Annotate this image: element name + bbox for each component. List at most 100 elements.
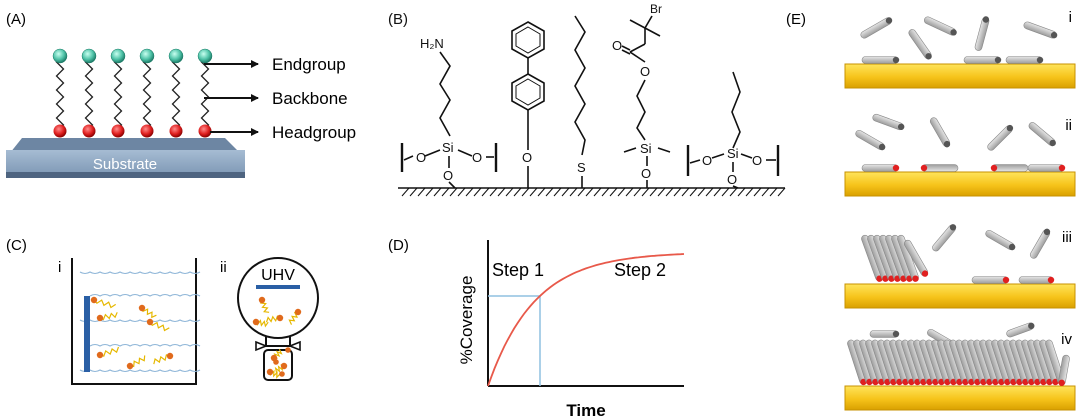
hatch-mark bbox=[657, 187, 666, 197]
x-axis-label: Time bbox=[566, 401, 605, 420]
substrate-electrode bbox=[84, 296, 90, 372]
gold-substrate bbox=[844, 283, 1076, 309]
panel-a-tag: (A) bbox=[6, 11, 26, 28]
hatch-mark bbox=[689, 187, 698, 197]
panel-b-tag: (B) bbox=[388, 11, 408, 28]
oxygen-label-3: O bbox=[443, 168, 453, 183]
molecule-end bbox=[1006, 124, 1014, 132]
endgroup-ball bbox=[168, 48, 184, 64]
hatch-mark bbox=[601, 187, 610, 197]
valve-left bbox=[255, 340, 269, 352]
molecule-body bbox=[861, 164, 899, 172]
adsorbate-molecule bbox=[895, 339, 915, 386]
substrate-edge bbox=[6, 172, 245, 178]
hatch-mark bbox=[489, 187, 498, 197]
hatch-mark bbox=[585, 187, 594, 197]
hatch-mark bbox=[777, 187, 786, 197]
oxygen-label-6: O bbox=[702, 153, 712, 168]
panel-d: (D) Step 1 Step 2 %Coverage Time bbox=[388, 237, 685, 420]
molecule-end bbox=[1036, 56, 1044, 64]
hatch-mark bbox=[529, 187, 538, 197]
hatch-mark bbox=[425, 187, 434, 197]
adsorbate-molecule bbox=[1018, 276, 1055, 284]
molecules-in-solution bbox=[90, 296, 174, 370]
backbone-label: Backbone bbox=[272, 89, 348, 108]
molecule-headgroup bbox=[138, 304, 146, 312]
hatch-mark bbox=[545, 187, 554, 197]
hatch-mark bbox=[569, 187, 578, 197]
molecule-headgroup bbox=[96, 314, 104, 322]
adsorbate-molecule bbox=[987, 124, 1014, 151]
molecule-headgroup bbox=[166, 352, 174, 360]
adsorbate-molecule bbox=[869, 330, 900, 338]
adsorbate-molecule bbox=[971, 276, 1010, 284]
step1-label: Step 1 bbox=[492, 260, 544, 280]
hatch-mark bbox=[633, 187, 642, 197]
backbone-chain bbox=[171, 59, 181, 129]
solvent-wave bbox=[79, 271, 201, 275]
hatch-mark bbox=[665, 187, 674, 197]
panel-e-tag: (E) bbox=[786, 11, 806, 28]
hatch-mark bbox=[649, 187, 658, 197]
backbone-chain bbox=[84, 59, 94, 129]
hatch-mark bbox=[537, 187, 546, 197]
molecule-end bbox=[892, 164, 900, 172]
solvent-wave bbox=[89, 293, 201, 297]
adsorbate-molecule bbox=[932, 224, 957, 252]
molecule-headgroup bbox=[276, 314, 284, 322]
amine-label: H₂N bbox=[420, 36, 444, 51]
headgroup-ball bbox=[169, 124, 183, 138]
molecule-headgroup bbox=[258, 296, 266, 304]
adsorbate-molecule bbox=[1027, 164, 1066, 172]
molecule-end bbox=[943, 140, 951, 148]
growth-step-label: iii bbox=[1062, 229, 1072, 246]
molecule-end bbox=[990, 164, 998, 172]
hatch-mark bbox=[521, 187, 530, 197]
adsorbate-molecule bbox=[990, 164, 1029, 172]
molecule-chain bbox=[93, 299, 117, 309]
growth-step-label: iv bbox=[1061, 331, 1072, 348]
source-molecule bbox=[285, 347, 291, 353]
molecule-end bbox=[912, 275, 919, 282]
molecule-end bbox=[949, 224, 957, 231]
hatch-mark bbox=[553, 187, 562, 197]
oxygen-label-8: O bbox=[727, 172, 737, 187]
hatch-mark bbox=[577, 187, 586, 197]
molecule-end bbox=[897, 123, 905, 130]
molecule-headgroup bbox=[146, 318, 154, 326]
panel-c: (C) i ii UHV bbox=[6, 237, 319, 385]
molecule-end bbox=[1050, 31, 1058, 39]
subpanel-c-ii-label: ii bbox=[220, 259, 227, 276]
gold-substrate bbox=[844, 385, 1076, 411]
molecule-body bbox=[1027, 164, 1065, 172]
molecule-end bbox=[878, 143, 886, 151]
molecule-body bbox=[1005, 56, 1043, 64]
molecule-end bbox=[1028, 322, 1035, 330]
hatch-mark bbox=[745, 187, 754, 197]
hatch-mark bbox=[513, 187, 522, 197]
hatch-mark bbox=[641, 187, 650, 197]
molecule-chain bbox=[288, 311, 299, 325]
molecule-headgroup bbox=[280, 362, 288, 370]
aminosilane-molecule: H₂N Si O O O bbox=[400, 36, 498, 189]
hatch-mark bbox=[409, 187, 418, 197]
gold-substrate bbox=[844, 63, 1076, 89]
molecule-end bbox=[994, 56, 1002, 64]
molecule-end bbox=[892, 330, 900, 338]
molecule-chain bbox=[141, 307, 157, 319]
substrate-slab bbox=[6, 150, 245, 176]
molecule-end bbox=[1043, 228, 1051, 236]
alkanethiol-molecule: S bbox=[574, 15, 586, 188]
molecule-headgroup bbox=[126, 362, 134, 370]
molecule-end bbox=[921, 270, 929, 277]
adsorbate-molecule bbox=[963, 56, 1002, 64]
hatch-mark bbox=[729, 187, 738, 197]
panel-a: (A) Substrate Endgroup Backbone Headgrou… bbox=[6, 11, 356, 178]
adsorbate-molecule bbox=[903, 239, 929, 277]
step2-label: Step 2 bbox=[614, 260, 666, 280]
bromoester-molecule: Br O O Si O bbox=[612, 2, 671, 188]
hatch-mark bbox=[713, 187, 722, 197]
hatch-mark bbox=[401, 187, 410, 197]
headgroup-label: Headgroup bbox=[272, 123, 356, 142]
molecule-chain bbox=[99, 312, 118, 321]
